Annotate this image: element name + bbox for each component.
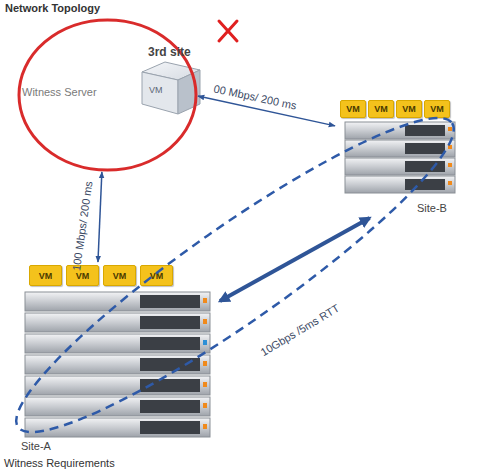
site-node: Site-AVMVMVMVM [15, 262, 220, 457]
vm-badge: VM [103, 265, 136, 286]
diagram-caption: Witness Requirements [4, 457, 115, 469]
vm-label: VM [141, 266, 172, 285]
node-label: Site-A [21, 440, 51, 452]
dashed-cluster-ellipse [0, 84, 480, 467]
vm-label: VM [341, 101, 365, 117]
vm-label: VM [369, 101, 393, 117]
vm-label: VM [104, 266, 135, 285]
node-label: Site-B [417, 202, 447, 214]
link-arrow [98, 172, 102, 262]
server-rack [345, 122, 455, 193]
vm-badge: VM [396, 100, 422, 118]
vm-badge: VM [424, 100, 450, 118]
server-rack [25, 292, 210, 437]
vm-label: VM [30, 266, 61, 285]
vm-badge: VM [29, 265, 62, 286]
link-arrow [198, 96, 335, 126]
link-arrow [220, 218, 370, 301]
node-label: 3rd site [148, 45, 191, 59]
link-label: 100 Mbps/ 200 ms [70, 180, 94, 271]
diagram-title: Network Topology [5, 2, 100, 14]
vm-badge: VM [368, 100, 394, 118]
vm-label: VM [397, 101, 421, 117]
link-label: 00 Mbps/ 200 ms [213, 82, 298, 111]
node-label: Witness Server [22, 86, 97, 98]
vm-label: VM [425, 101, 449, 117]
site-node: VM [140, 60, 202, 116]
vm-badge: VM [140, 265, 173, 286]
red-cross [219, 21, 237, 41]
node-label: VM [149, 85, 163, 95]
site-node: Site-BVMVMVMVM [335, 98, 460, 218]
red-circle [19, 20, 196, 170]
link-label: 10Gbps /5ms RTT [258, 302, 341, 358]
witness-site: 3rd siteWitness Server VM [17, 18, 198, 172]
vm-badge: VM [340, 100, 366, 118]
